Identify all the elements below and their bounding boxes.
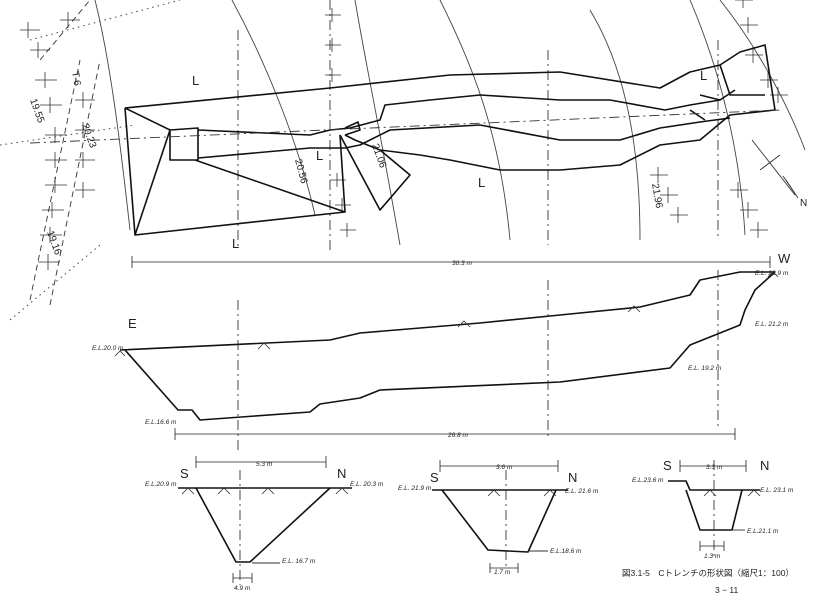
- top-width-dimension: [679, 460, 747, 472]
- bottom-width-dimension: [489, 563, 519, 573]
- elevation-label: E.L.23.6 m: [632, 477, 664, 484]
- pit-outline: [124, 107, 346, 236]
- top-length-label: 30.3 m: [452, 260, 472, 267]
- north-label: N: [760, 458, 769, 473]
- contour-label: 20.56: [292, 158, 309, 185]
- elevation-label: E.L. 23.9 m: [755, 270, 789, 277]
- elevation-label: E.L.16.6 m: [145, 419, 177, 426]
- bottom-length-label: 26.8 m: [447, 432, 468, 439]
- page-number: 3 − 11: [715, 585, 739, 595]
- north-arrow: N: [751, 139, 807, 209]
- contour-line: [231, 0, 316, 216]
- hatch-band-line: [49, 59, 101, 306]
- contour-line: [589, 9, 641, 241]
- elevation-label: E.L. 21.2 m: [755, 321, 789, 328]
- contour-line: [439, 0, 511, 241]
- profile-view: 30.3 m W E 26.8 m E.L.20.0 m E.L.16.6 m …: [92, 251, 791, 450]
- north-label: N: [568, 470, 577, 485]
- elevation-label: E.L. 19.2 m: [688, 365, 722, 372]
- top-width-label: 3.6 m: [496, 464, 513, 471]
- hatch-band-line: [39, 0, 91, 61]
- cross-section-3: S N 3.3 m 1.3 m E.L.23.6 m E.L. 23.1 m E…: [632, 458, 794, 560]
- contour-label: 19.16: [44, 229, 63, 257]
- trench-step: [339, 121, 411, 211]
- dimension-line-bottom: [174, 428, 736, 440]
- quadrant-mark: L: [192, 73, 199, 88]
- elevation-label: E.L.20.9 m: [145, 481, 177, 488]
- elevation-label: E.L.18.6 m: [550, 548, 582, 555]
- quadrant-mark: L: [700, 68, 707, 83]
- contour-line: [719, 0, 806, 151]
- south-label: S: [430, 470, 439, 485]
- section-profile: [195, 487, 331, 563]
- contour-line: [689, 0, 746, 236]
- section-profile: [441, 489, 557, 553]
- top-width-label: 5.3 m: [256, 461, 273, 468]
- quadrant-mark: L: [232, 236, 239, 251]
- east-label: E: [128, 316, 137, 331]
- contour-line: [354, 0, 401, 246]
- elevation-label: E.L.20.0 m: [92, 345, 124, 352]
- trench-inner: [197, 117, 731, 159]
- elevation-label: E.L. 21.6 m: [565, 488, 599, 495]
- contour-label: 21.06: [369, 142, 388, 170]
- elevation-label: E.L. 20.3 m: [350, 481, 384, 488]
- dimension-line-top: [131, 256, 771, 268]
- ground-surface: [119, 271, 775, 351]
- figure-caption: 図3.1-5 Cトレンチの形状図（縮尺1：100）: [622, 568, 794, 578]
- north-label: N: [337, 466, 346, 481]
- west-label: W: [778, 251, 791, 266]
- bottom-width-dimension: [232, 573, 253, 583]
- ground-marks: [703, 489, 761, 497]
- bottom-width-dimension: [699, 541, 725, 551]
- bottom-width-label: 1.3 m: [704, 553, 721, 560]
- ground-marks: [114, 271, 779, 357]
- trench-axis: [29, 109, 781, 144]
- contour-label: 19.55: [27, 97, 46, 125]
- south-label: S: [180, 466, 189, 481]
- cross-section-1: S N 5.3 m 4.9 m E.L.20.9 m E.L. 20.3 m E…: [145, 456, 384, 592]
- north-label: N: [800, 198, 807, 209]
- ground-marks: [181, 487, 349, 495]
- bottom-width-label: 4.9 m: [234, 585, 251, 592]
- top-width-dimension: [195, 456, 327, 468]
- trench-inner: [197, 89, 736, 136]
- elevation-label: E.L. 21.9 m: [398, 485, 432, 492]
- slope-hatching-left: [20, 12, 95, 270]
- pit-inner: [124, 107, 346, 236]
- trench-outline-top: [124, 44, 776, 171]
- trench-end: [689, 64, 765, 121]
- ground-marks: [487, 489, 557, 497]
- grid-mark-label: T-6: [69, 71, 82, 88]
- survey-line: [29, 0, 181, 41]
- quadrant-mark: L: [316, 148, 323, 163]
- contour-line: [94, 0, 131, 231]
- contour-label: 21.96: [649, 183, 664, 210]
- section-ground: [668, 480, 760, 491]
- bottom-width-label: 1.7 m: [494, 569, 511, 576]
- section-profile: [685, 489, 743, 531]
- quadrant-mark: L: [478, 175, 485, 190]
- plan-view: N 19.55 20.23 20.56 21.06 21.96 19.16 T-…: [0, 0, 807, 321]
- survey-line: [0, 124, 136, 146]
- cross-section-2: S N 3.6 m 1.7 m E.L. 21.9 m E.L. 21.6 m …: [398, 460, 599, 576]
- top-width-dimension: [439, 460, 559, 472]
- trench-profile: [124, 271, 776, 421]
- slope-hatching-right: [650, 0, 788, 238]
- elevation-label: E.L. 16.7 m: [282, 558, 316, 565]
- south-label: S: [663, 458, 672, 473]
- elevation-label: E.L. 23.1 m: [760, 487, 794, 494]
- elevation-label: E.L.21.1 m: [747, 528, 779, 535]
